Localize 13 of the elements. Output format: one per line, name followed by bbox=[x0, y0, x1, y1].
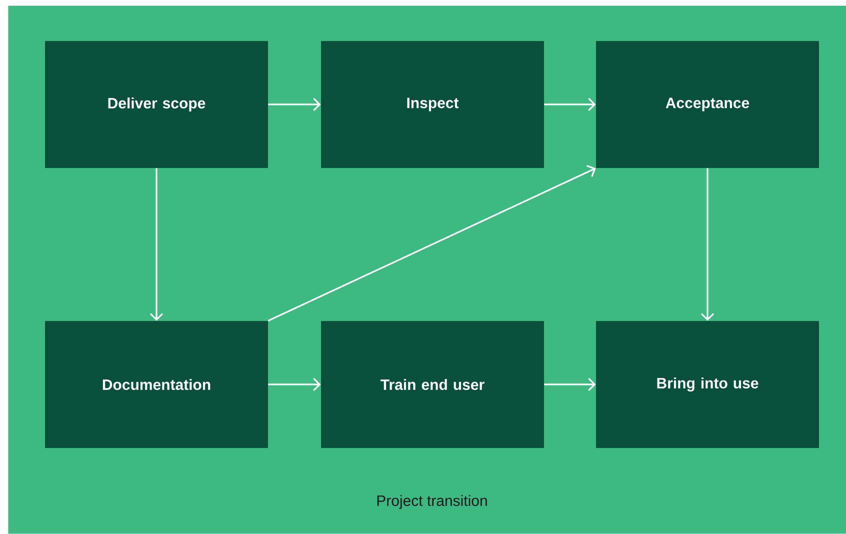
arrow bbox=[150, 168, 164, 321]
process-box: Inspect bbox=[321, 41, 544, 168]
arrow bbox=[268, 98, 321, 112]
process-box: Acceptance bbox=[596, 41, 819, 168]
arrow bbox=[268, 165, 596, 322]
process-box: Deliver scope bbox=[45, 41, 268, 168]
arrow bbox=[268, 378, 321, 392]
arrow bbox=[544, 98, 596, 112]
arrow bbox=[700, 168, 714, 321]
arrow bbox=[544, 378, 596, 392]
process-box: Bring into use bbox=[596, 320, 819, 448]
process-box: Train end user bbox=[321, 320, 544, 448]
process-box: Documentation bbox=[45, 320, 268, 448]
